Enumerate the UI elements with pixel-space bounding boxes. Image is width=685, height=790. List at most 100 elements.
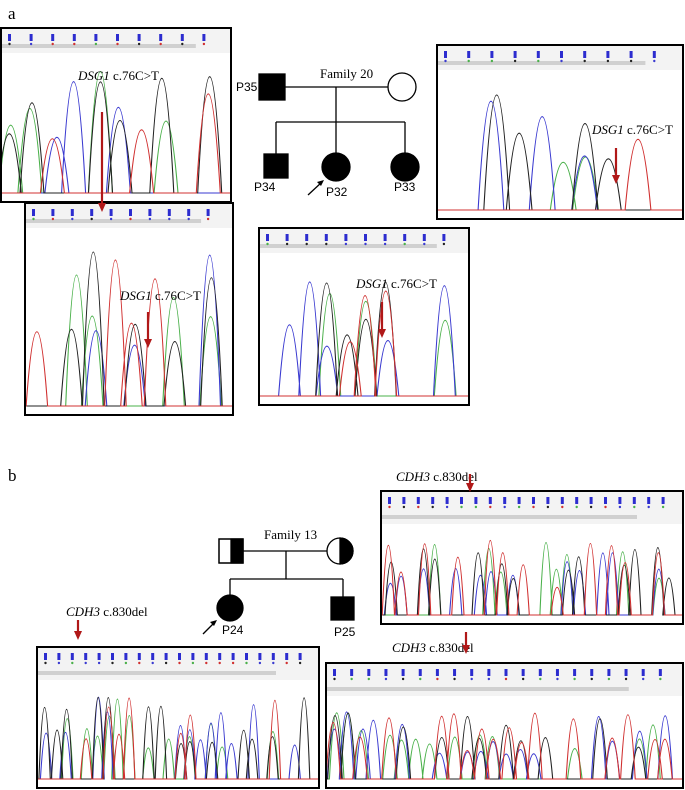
quality-bar [70,209,74,216]
chromatogram-a-proband [258,227,470,406]
proband-symbol [321,152,351,182]
variant-label-a1: DSG1 c.76C>T [78,68,159,83]
quality-bar [137,653,141,660]
quality-bar [435,669,439,676]
quality-bar [51,209,55,216]
quality-bar [606,51,610,58]
quality-bar [206,209,210,216]
variant-arrowhead [612,175,620,184]
quality-bar [148,209,152,216]
quality-bar [504,669,508,676]
quality-bar [536,51,540,58]
quality-bar [546,497,550,504]
quality-bar [333,669,336,676]
quality-bar [403,234,407,241]
chromatogram-b-proband [36,646,320,789]
quality-bar [191,653,195,660]
trace-line [382,540,682,616]
son-symbol [263,153,289,179]
quality-bar [29,34,33,41]
proband-symbol-b [216,594,244,622]
quality-bar [180,34,184,41]
trace-line [38,697,318,780]
family-20-title: Family 20 [320,66,374,81]
label-p24: P24 [222,623,244,637]
quality-bar [364,234,367,241]
quality-bar [453,669,457,676]
chromatogram-plot [38,648,318,780]
quality-bar [129,209,132,216]
quality-bar [204,653,208,660]
quality-bar [460,497,463,504]
quality-bar [32,209,35,216]
variant-arrowhead [144,339,152,348]
quality-bar [57,653,61,660]
quality-bar [467,51,471,58]
quality-bar [151,653,155,660]
panel-letter-b: b [8,466,17,485]
quality-bar [560,497,564,504]
quality-bar [124,653,128,660]
quality-bar [94,34,98,41]
label-p35: P35 [236,80,258,94]
trace-line [26,251,232,407]
variant-label-b1: CDH3 c.830del [396,469,478,484]
chromatogram-b-son [325,662,684,789]
quality-bar [488,497,492,504]
quality-bar [418,669,422,676]
chromatogram-plot [327,664,682,780]
quality-bar [285,234,289,241]
chromatogram-plot [438,46,682,211]
variant-label-a4: DSG1 c.76C>T [356,276,437,291]
quality-bar [402,497,406,504]
variant-label-b2: CDH3 c.830del [66,604,148,619]
quality-bar [444,51,447,58]
trace-line [438,100,682,211]
trace-line [2,93,230,194]
quality-bar [661,497,665,504]
quality-bar [258,653,262,660]
trace-line [260,281,468,397]
quality-bar [164,653,168,660]
quality-bar [416,497,420,504]
chromatogram-plot [382,492,682,616]
quality-bar [431,497,435,504]
quality-bar [324,234,328,241]
quality-bar [344,234,348,241]
mother-half-filled [339,537,354,565]
quality-bar [604,497,607,504]
quality-bar [384,669,388,676]
variant-arrowhead [98,203,106,212]
pedigree-family-20 [258,72,420,196]
quality-bar [532,497,535,504]
chromatogram-plot [260,229,468,397]
variant-arrowhead [462,645,470,654]
quality-bar [109,209,113,216]
trace-line [260,293,468,397]
chromatogram-a-daughter [436,44,684,220]
family-13-title: Family 13 [264,527,318,542]
quality-bar [51,34,55,41]
proband-arrowhead [317,180,324,186]
trace-line [438,94,682,211]
trace-line [2,76,230,194]
trace-line [38,697,318,780]
variant-label-a2: DSG1 c.76C>T [592,122,673,137]
label-p32: P32 [326,185,348,199]
quality-bar [388,497,391,504]
quality-bar [503,497,507,504]
quality-bar [271,653,275,660]
variant-arrowhead [378,329,386,338]
chromatogram-a-father [0,27,232,203]
quality-bar [517,497,521,504]
quality-bar [575,497,579,504]
quality-bar [624,669,628,676]
quality-bar [72,34,76,41]
quality-bar [590,669,594,676]
quality-bar [474,497,478,504]
quality-bar [178,653,181,660]
trace-line [438,139,682,211]
variant-arrowhead [466,483,474,492]
quality-bar [442,234,446,241]
son-symbol-b [330,596,355,621]
